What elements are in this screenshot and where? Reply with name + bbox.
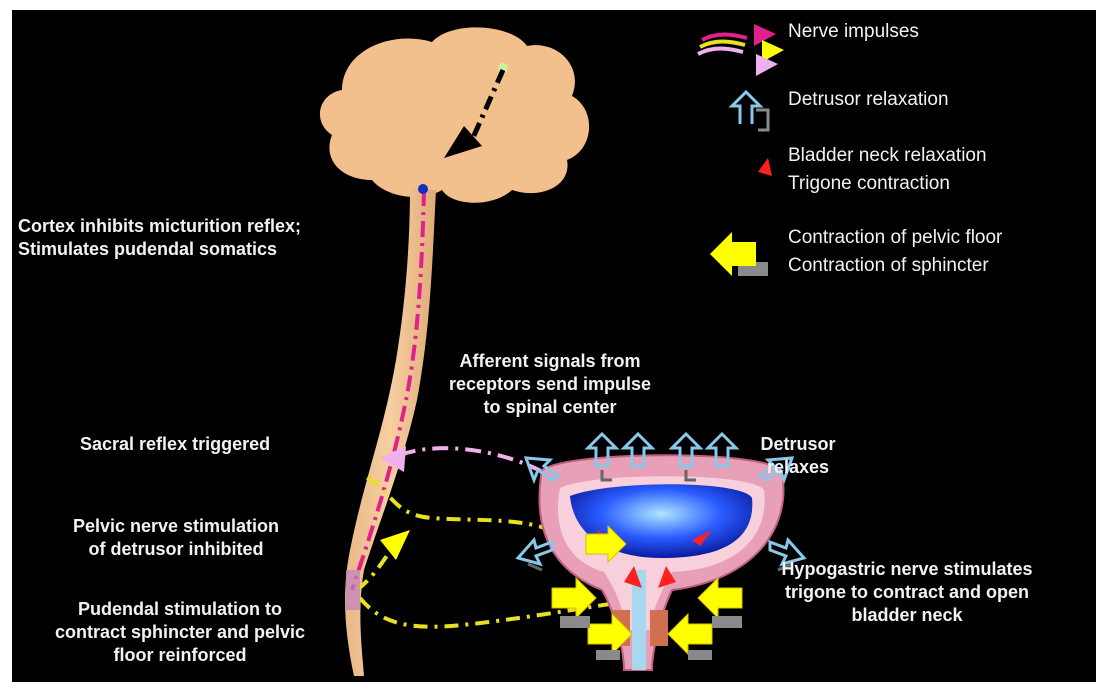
pelvic-nerve-marker-icon — [380, 530, 410, 560]
nerve-impulses-icon — [698, 24, 784, 76]
bladder-neck-relax-icon — [758, 158, 772, 176]
label-cortex: Cortex inhibits micturition reflex; Stim… — [18, 215, 301, 261]
label-afferent: Afferent signals from receptors send imp… — [420, 350, 680, 419]
label-pudendal: Pudendal stimulation to contract sphinct… — [20, 598, 340, 667]
legend-nerve-impulses: Nerve impulses — [788, 18, 919, 46]
brain — [320, 27, 589, 202]
legend-detrusor-relaxation: Detrusor relaxation — [788, 86, 949, 114]
diagram-canvas: Nerve impulses Detrusor relaxation Bladd… — [12, 10, 1096, 682]
label-detrusor-relaxes: Detrusor relaxes — [748, 433, 848, 479]
pelvic-floor-contraction-icon — [710, 232, 768, 276]
legend-pelvic-floor: Contraction of pelvic floor Contraction … — [788, 224, 1002, 280]
detrusor-relaxation-icon — [732, 92, 768, 130]
label-hypogastric: Hypogastric nerve stimulates trigone to … — [744, 558, 1070, 627]
legend-bladder-neck: Bladder neck relaxation Trigone contract… — [788, 142, 987, 198]
label-sacral-reflex: Sacral reflex triggered — [80, 433, 270, 456]
cortex-node — [418, 184, 428, 194]
label-pelvic-nerve: Pelvic nerve stimulation of detrusor inh… — [38, 515, 314, 561]
sacral-segment — [346, 570, 360, 610]
